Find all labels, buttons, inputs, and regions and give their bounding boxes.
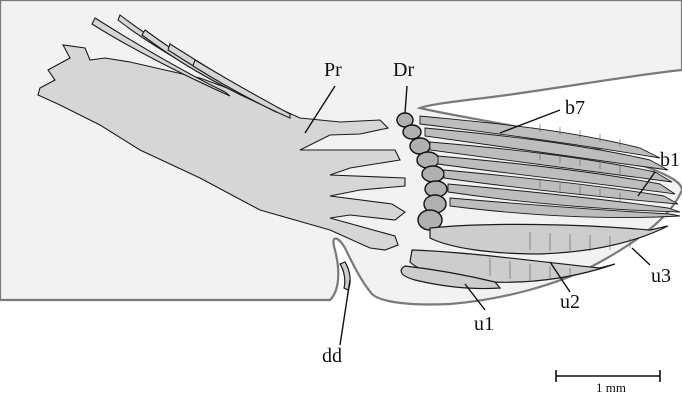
- label-dr: Dr: [393, 59, 414, 81]
- scale-bar: 1 mm: [556, 370, 660, 395]
- label-u1: u1: [474, 313, 494, 335]
- scale-bar-label: 1 mm: [596, 380, 626, 395]
- label-u3: u3: [651, 265, 671, 287]
- label-pr: Pr: [324, 59, 342, 81]
- label-b1: b1: [660, 149, 680, 171]
- label-b7: b7: [565, 97, 585, 119]
- label-dd: dd: [322, 345, 342, 367]
- label-u2: u2: [560, 291, 580, 313]
